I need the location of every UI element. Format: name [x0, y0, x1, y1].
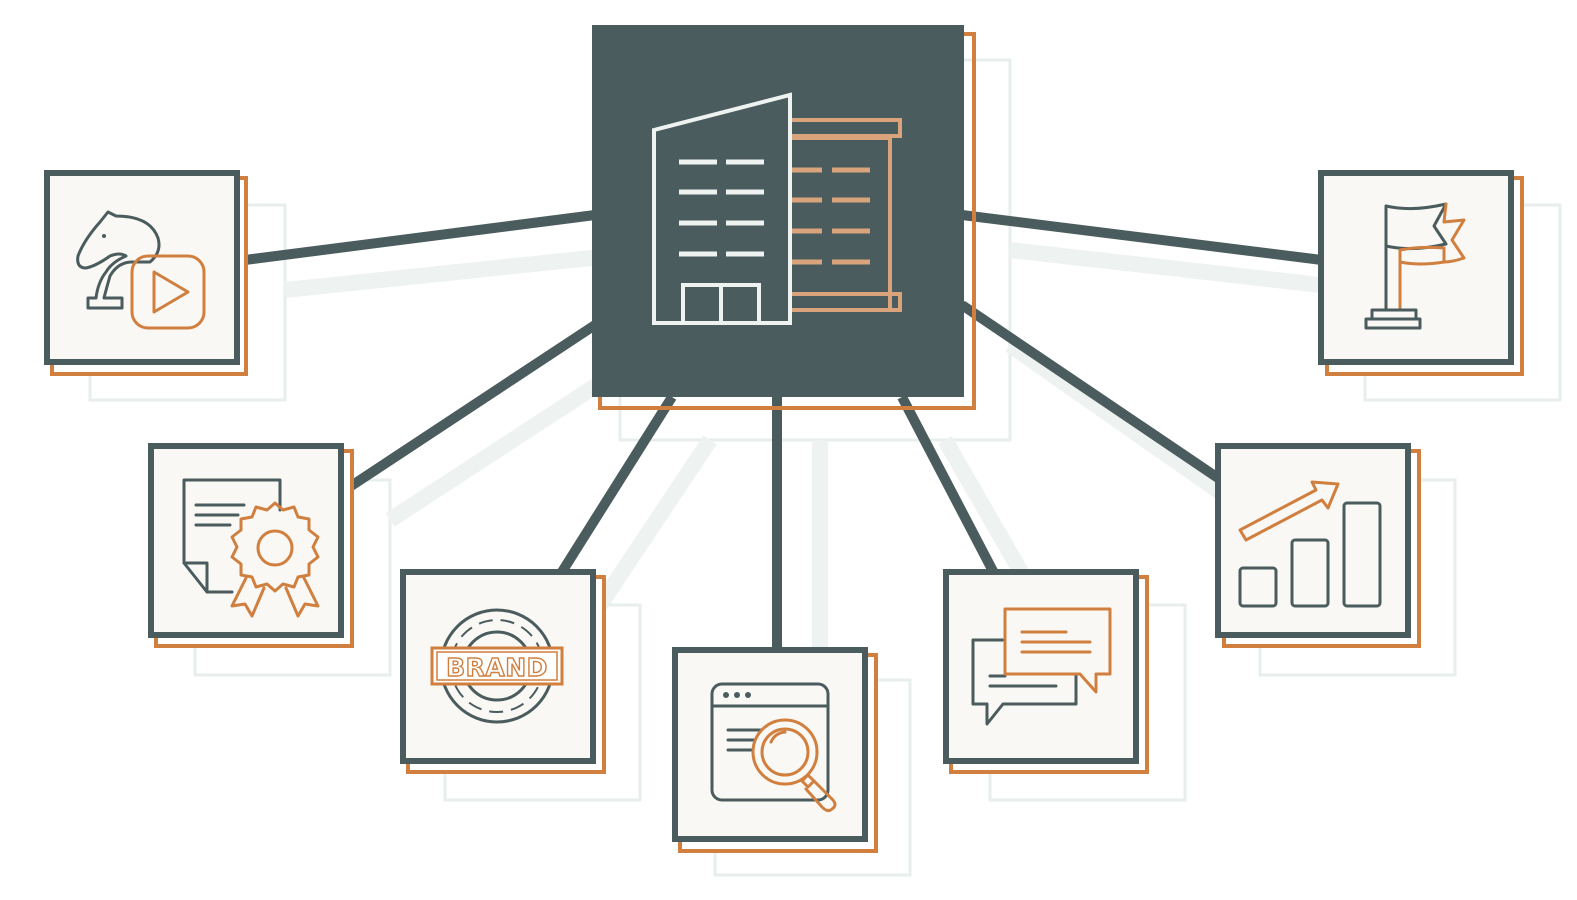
chat-bubbles-icon: [971, 607, 1112, 726]
connector-quality: [342, 320, 598, 495]
connector-brand: [555, 394, 677, 578]
node-strategy: [44, 170, 248, 376]
node-quality: [148, 443, 354, 648]
connector-growth: [959, 300, 1221, 483]
node-growth: [1215, 443, 1421, 648]
hub-node: [592, 25, 976, 410]
connector-strategy: [244, 210, 596, 265]
browser-search-icon: [710, 682, 837, 813]
chess-knight-play-icon: [76, 210, 206, 330]
node-seo: [672, 647, 878, 853]
connector-communication: [897, 394, 1000, 578]
frame-shadows: [88, 58, 1562, 877]
brand-stamp-icon: BRAND: [430, 608, 564, 724]
office-building-icon: [652, 92, 902, 325]
brand-label: BRAND: [446, 653, 548, 682]
node-brand: BRAND: [400, 569, 606, 774]
node-goal: [1318, 170, 1524, 376]
growth-chart-icon: [1238, 480, 1382, 608]
node-communication: [943, 569, 1149, 774]
connector-goal: [961, 210, 1323, 265]
certificate-badge-icon: [182, 478, 320, 618]
connectors: [244, 210, 1323, 650]
flag-icon: [1364, 202, 1466, 330]
